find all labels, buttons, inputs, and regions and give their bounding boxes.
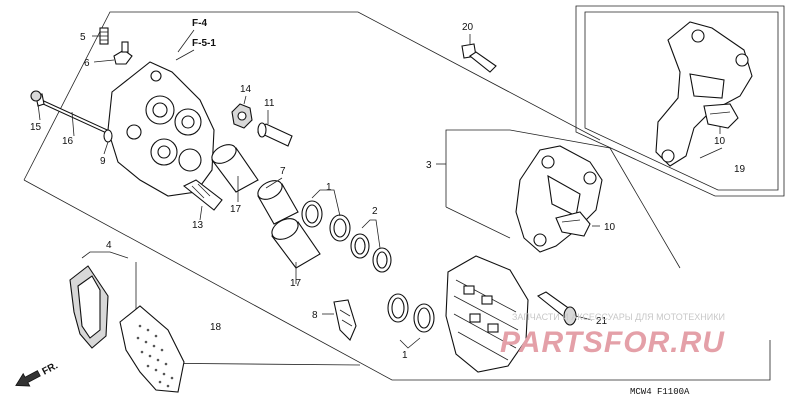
bolt-20 [461, 43, 497, 73]
callout-19: 19 [734, 164, 746, 175]
callout-21: 21 [596, 316, 608, 327]
callout-1-upper: 1 [326, 182, 332, 193]
seal-set-upper [301, 200, 392, 273]
watermark: ЗАПЧАСТИ И АКСЕССУАРЫ ДЛЯ МОТОТЕХНИКИ PA… [500, 312, 725, 359]
ref-f4: F-4 [192, 18, 207, 29]
piston-lower [271, 218, 321, 269]
nut-14 [231, 103, 253, 129]
callout-16: 16 [62, 136, 74, 147]
callout-8: 8 [312, 310, 318, 321]
bolt-21 [536, 291, 577, 326]
callout-3: 3 [426, 160, 432, 171]
callout-18: 18 [210, 322, 222, 333]
callout-5: 5 [80, 32, 86, 43]
seal-set-lower [387, 293, 435, 333]
callout-6: 6 [84, 58, 90, 69]
brake-pad-right [119, 305, 185, 393]
pad-spring [333, 299, 357, 341]
callout-10-lower: 10 [604, 222, 616, 233]
callout-17-upper: 17 [230, 204, 242, 215]
callout-17-lower: 17 [290, 278, 302, 289]
watermark-site: PARTSFOR.RU [500, 326, 725, 359]
front-direction-arrow: FR. [15, 360, 60, 387]
section-references: F-4 F-5-1 [175, 18, 216, 61]
caliper-outer-half [445, 255, 529, 373]
pin-clip [103, 129, 113, 143]
callout-11: 11 [264, 98, 275, 109]
caliper-body [107, 61, 215, 197]
callout-13: 13 [192, 220, 204, 231]
front-arrow-label: FR. [40, 360, 60, 377]
piston-mid [257, 180, 299, 225]
bolt-11 [257, 122, 293, 147]
callout-labels: 5 6 15 16 9 13 14 11 17 7 17 1 2 8 1 4 1… [30, 22, 746, 361]
pad-retainer-lower [555, 211, 591, 237]
bleeder-cap [113, 41, 133, 65]
callout-7: 7 [280, 166, 286, 177]
caliper-bolt-13 [182, 179, 223, 211]
brake-pad-left [69, 265, 109, 349]
callout-14: 14 [240, 84, 252, 95]
diagram-code: MCW4 F1100A [630, 387, 690, 397]
watermark-tagline: ЗАПЧАСТИ И АКСЕССУАРЫ ДЛЯ МОТОТЕХНИКИ [512, 312, 725, 322]
leader-lines [37, 34, 723, 349]
callout-15: 15 [30, 122, 42, 133]
callout-9: 9 [100, 156, 106, 167]
callout-1-lower: 1 [402, 350, 408, 361]
callout-2: 2 [372, 206, 378, 217]
frame-lines [23, 5, 785, 381]
bleeder-screw [99, 27, 109, 45]
pad-retainer-upper [703, 103, 739, 129]
callout-4: 4 [106, 240, 112, 251]
ref-f51: F-5-1 [192, 38, 216, 49]
callout-20: 20 [462, 22, 474, 33]
callout-10-upper: 10 [714, 136, 726, 147]
caliper-bracket-assy [655, 21, 753, 167]
pin-plug [30, 90, 42, 102]
caliper-bracket [515, 145, 603, 253]
piston-upper [211, 144, 259, 193]
